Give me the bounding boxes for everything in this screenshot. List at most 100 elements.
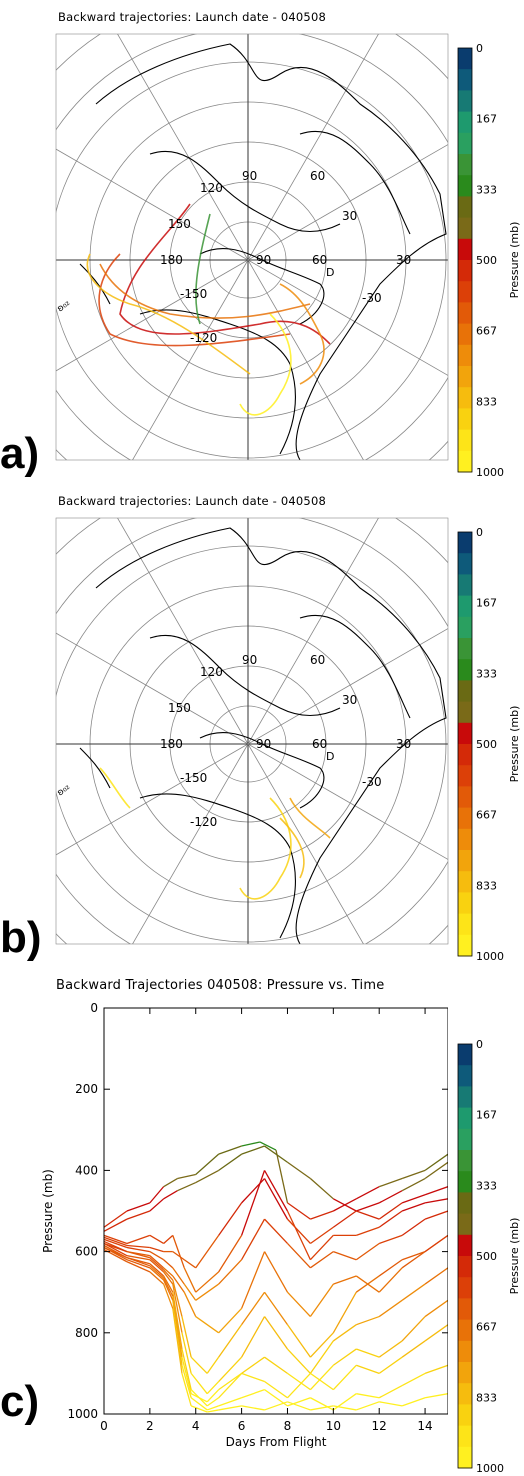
trajectory-line-segment (264, 1291, 288, 1326)
x-tick-label: 12 (372, 1419, 387, 1433)
trajectory-path (99, 263, 311, 319)
trajectory-line-segment (195, 1283, 220, 1301)
x-tick-label: 0 (100, 1419, 108, 1433)
colorbar-swatch (458, 1086, 472, 1109)
trajectory-path (289, 797, 331, 839)
colorbar-swatch (458, 595, 472, 618)
colorbar-swatch (458, 1425, 472, 1448)
trajectory-line-segment (183, 1291, 197, 1317)
longitude-label: -150 (180, 771, 207, 785)
trajectory-line-segment (309, 1283, 334, 1317)
trajectory-line-segment (401, 1250, 426, 1261)
trajectory-line-segment (355, 1186, 380, 1200)
colorbar-swatch (458, 765, 472, 787)
x-tick-label: 10 (326, 1419, 341, 1433)
y-tick-label: 0 (90, 1001, 98, 1015)
longitude-label: 60 (312, 253, 327, 267)
trajectory-line-segment (149, 1265, 165, 1279)
colorbar-swatch (458, 1319, 472, 1342)
map-corner-text: ʚ₀₂ (56, 298, 73, 314)
colorbar-title: Pressure (mb) (508, 706, 521, 783)
trajectory-line-segment (103, 1236, 128, 1247)
colorbar-tick-label: 833 (476, 879, 497, 892)
trajectory-line-segment (241, 1389, 265, 1399)
trajectory-line-segment (126, 1244, 150, 1249)
trajectory-line-segment (126, 1257, 151, 1267)
map-marker-text: D (326, 750, 334, 763)
latitude-label: -30 (362, 291, 382, 305)
trajectory-line-segment (218, 1202, 243, 1236)
trajectory-line-segment (401, 1340, 426, 1358)
trajectory-line-segment (149, 1255, 165, 1269)
trajectory-line-segment (356, 1401, 380, 1411)
map-corner-text: ʚ₀₂ (56, 782, 73, 798)
trajectory-line-segment (172, 1300, 183, 1366)
trajectory-line-segment (378, 1202, 403, 1220)
latitude-label: 60 (310, 653, 325, 667)
trajectory-line-segment (333, 1405, 357, 1411)
trajectory-line-segment (163, 1190, 178, 1200)
trajectory-line-segment (332, 1348, 357, 1366)
trajectory-line-segment (218, 1372, 243, 1399)
trajectory-line-segment (286, 1348, 311, 1374)
trajectory-line-segment (263, 1251, 289, 1293)
trajectory-line-segment (286, 1291, 311, 1318)
trajectory-line-segment (172, 1267, 185, 1285)
trajectory-line-segment (286, 1243, 311, 1269)
trajectory-line-segment (401, 1397, 426, 1407)
panel-c-title: Backward Trajectories 040508: Pressure v… (56, 978, 385, 993)
trajectory-line-segment (424, 1234, 448, 1253)
colorbar-swatch (458, 574, 472, 597)
trajectory-path (239, 797, 292, 900)
trajectory-line-segment (424, 1198, 448, 1204)
trajectory-line-segment (218, 1405, 242, 1411)
trajectory-line-segment (287, 1401, 311, 1411)
trajectory-line-segment (424, 1299, 448, 1318)
trajectory-path (279, 817, 305, 879)
trajectory-line-segment (424, 1153, 448, 1171)
trajectory-line-segment (163, 1177, 178, 1188)
trajectory-line-segment (240, 1170, 266, 1236)
trajectory-path (98, 253, 291, 347)
trajectory-line-segment (355, 1275, 380, 1293)
trajectory-line-segment (241, 1141, 261, 1147)
longitude-label: 60 (312, 737, 327, 751)
trajectory-line-segment (424, 1364, 448, 1375)
trajectory-line-segment (424, 1210, 448, 1220)
trajectory-line-segment (218, 1153, 242, 1171)
colorbar-swatch (458, 786, 472, 809)
colorbar-title: Pressure (mb) (508, 222, 521, 299)
trajectory-line-segment (190, 1393, 208, 1403)
trajectory-line-segment (401, 1202, 426, 1212)
colorbar-swatch (458, 1044, 472, 1066)
trajectory-line-segment (332, 1324, 357, 1342)
longitude-label: 180 (160, 737, 183, 751)
trajectory-line-segment (163, 1259, 174, 1269)
trajectory-line-segment (401, 1372, 426, 1387)
longitude-label: 90 (256, 253, 271, 267)
trajectory-line-segment (190, 1405, 208, 1413)
y-tick-label: 200 (75, 1082, 98, 1096)
colorbar-swatch (458, 281, 472, 303)
trajectory-line-segment (206, 1389, 220, 1403)
trajectory-line-segment (333, 1275, 357, 1285)
trajectory-line-segment (309, 1340, 334, 1374)
colorbar-swatch (458, 1298, 472, 1321)
panel-a-title: Backward trajectories: Launch date - 040… (58, 10, 326, 24)
trajectory-line-segment (206, 1397, 220, 1407)
trajectory-line-segment (218, 1397, 242, 1407)
trajectory-line-segment (218, 1356, 243, 1382)
trajectory-line-segment (149, 1263, 165, 1277)
panel-a-label: a) (0, 429, 40, 478)
colorbar-swatch (458, 532, 472, 554)
trajectory-line-segment (378, 1356, 403, 1374)
colorbar-swatch (458, 934, 472, 957)
trajectory-line-segment (286, 1218, 311, 1244)
colorbar-swatch (458, 1150, 472, 1172)
trajectory-line-segment (356, 1210, 380, 1220)
trajectory-line-segment (378, 1267, 403, 1293)
trajectory-line-segment (356, 1202, 380, 1212)
colorbar-swatch (458, 1362, 472, 1384)
